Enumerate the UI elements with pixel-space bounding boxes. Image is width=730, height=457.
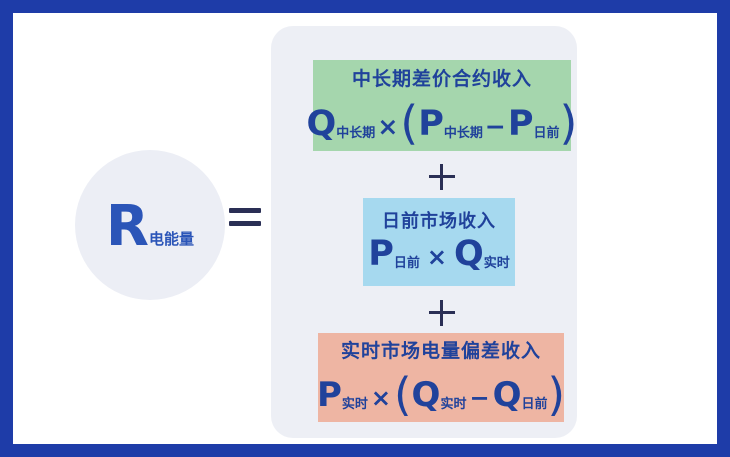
plus-icon	[429, 164, 455, 190]
equals-bar-top	[229, 208, 261, 213]
term-caption: 实时市场电量偏差收入	[340, 340, 541, 362]
diagram-canvas: R 电能量 中长期差价合约收入 Q 中长期 × ( P 中长期 −	[13, 13, 717, 444]
plus-vertical-bar	[440, 164, 443, 190]
r-symbol: R	[105, 194, 149, 259]
term-caption: 中长期差价合约收入	[351, 67, 532, 90]
term-expression: P 实时 × ( Q 实时 − Q 日前 )	[316, 368, 565, 417]
expr-sub-2: 实时	[440, 397, 467, 412]
expr-var-1: P	[368, 233, 394, 274]
term-expression: Q 中长期 × ( P 中长期 − P 日前 )	[306, 96, 578, 146]
r-term-circle: R 电能量	[75, 150, 225, 300]
r-term-expression: R 电能量	[106, 199, 194, 255]
expr-var-1: P	[316, 375, 342, 415]
expr-sub-1: 日前	[393, 255, 420, 271]
expr-operator-multiply: ×	[370, 384, 391, 412]
expr-close-paren: )	[547, 368, 566, 421]
term-day-ahead-market: 日前市场收入 P 日前 × Q 实时	[363, 198, 515, 286]
expr-sub-2: 实时	[483, 255, 510, 271]
expr-var-1: Q	[306, 103, 337, 144]
expr-operator-multiply: ×	[377, 111, 399, 141]
expr-var-2: P	[418, 103, 444, 144]
expr-close-paren: )	[559, 95, 578, 150]
expr-open-paren: (	[400, 95, 419, 150]
expr-var-2: Q	[411, 375, 441, 415]
expr-var-2: Q	[454, 233, 484, 274]
term-realtime-deviation: 实时市场电量偏差收入 P 实时 × ( Q 实时 − Q 日前 )	[316, 333, 565, 422]
terms-panel: 中长期差价合约收入 Q 中长期 × ( P 中长期 − P 日前 )	[271, 26, 577, 438]
expr-sub-3: 日前	[521, 397, 548, 412]
plus-vertical-bar	[440, 300, 443, 326]
expr-var-3: Q	[492, 375, 522, 415]
expr-open-paren: (	[393, 368, 412, 421]
expr-operator-multiply: ×	[426, 242, 447, 271]
term-caption: 日前市场收入	[382, 210, 496, 232]
term-mid-long-term-contract: 中长期差价合约收入 Q 中长期 × ( P 中长期 − P 日前 )	[307, 60, 577, 151]
expr-sub-3: 日前	[533, 125, 560, 141]
expr-operator-minus: −	[484, 111, 506, 141]
plus-icon	[429, 300, 455, 326]
expr-sub-2: 中长期	[443, 125, 483, 141]
expr-sub-1: 中长期	[336, 125, 376, 141]
expr-operator-minus: −	[469, 384, 490, 412]
equals-sign	[229, 208, 261, 230]
term-expression: P 日前 × Q 实时	[368, 233, 510, 274]
equals-bar-bottom	[229, 221, 261, 226]
expr-sub-1: 实时	[341, 397, 368, 412]
r-subscript: 电能量	[149, 230, 195, 248]
expr-var-3: P	[507, 103, 534, 144]
